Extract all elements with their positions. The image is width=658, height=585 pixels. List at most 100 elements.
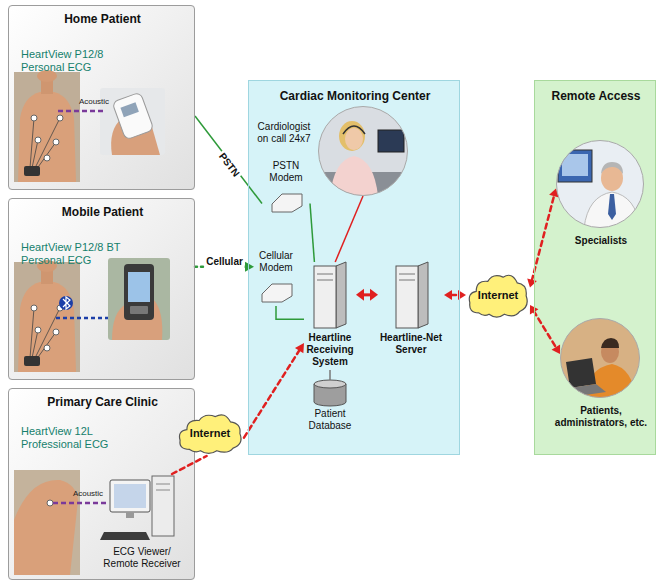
text-slot: Home Patient: [9, 12, 196, 26]
photo-caption: Cardiologist on call 24x7: [253, 121, 315, 145]
text-slot: Internet: [176, 427, 244, 440]
connector-line: [329, 370, 331, 380]
connector-line: [363, 293, 371, 296]
acoustic-link-part: [58, 110, 104, 113]
text-slot: HeartView P12/8 BT Personal ECG: [21, 241, 133, 267]
text-slot: ECG Viewer/ Remote Receiver: [100, 546, 184, 570]
monitoring-center-panel: Cardiac Monitoring CenterCardiologist on…: [248, 80, 460, 455]
patient-node: Patients, administrators, etc.: [560, 318, 640, 398]
panel-fill-part: [534, 80, 656, 455]
cloud-label: Internet: [176, 427, 244, 440]
text-slot: Patient Database: [304, 408, 356, 432]
connector: [195, 116, 262, 204]
connector-line: [195, 116, 262, 204]
server-icon-part: [399, 280, 415, 281]
connector-line: [172, 456, 207, 474]
computer-icon-part: [156, 490, 170, 491]
bluetooth-link-part: [63, 297, 70, 309]
text-slot: Remote Access: [535, 89, 657, 103]
clinic-panel: Primary Care ClinicHeartView 12L Profess…: [8, 388, 195, 580]
text-slot: Acoustic: [70, 489, 106, 499]
phone-photo-part: [128, 272, 150, 302]
cardiologist-node: Cardiologist on call 24x7: [318, 106, 408, 196]
arrow-head: [552, 345, 561, 354]
cardiologist-photo-part: [339, 121, 365, 151]
connector: [310, 204, 314, 263]
arrow-head: [356, 289, 364, 301]
computer-icon-part: [156, 484, 170, 485]
internet-cloud: Internet: [466, 270, 530, 320]
connector-label: Cellular: [204, 256, 245, 268]
panel-fill-part: [8, 388, 195, 580]
cardiologist-photo-part: [330, 156, 378, 196]
acoustic-link: [58, 111, 104, 112]
server-node: Heartline-Net Server: [378, 262, 444, 368]
server-label: Heartline Receiving System: [304, 332, 356, 368]
text-slot: HeartView 12L Professional ECG: [21, 425, 133, 451]
server-icon-part: [317, 274, 333, 275]
photo-caption: Patients, administrators, etc.: [546, 405, 656, 429]
server-icon-part: [399, 274, 415, 275]
specialist-photo-part: [601, 162, 623, 174]
panel-heading: Primary Care Clinic: [9, 395, 196, 409]
text-slot: Heartline Receiving System: [304, 332, 356, 368]
connector: [335, 196, 363, 262]
panel-fill-part: [8, 198, 195, 380]
photo-caption: Specialists: [546, 235, 656, 247]
arrow-head: [370, 289, 378, 301]
database-label: Patient Database: [304, 408, 356, 432]
connector: [276, 306, 304, 319]
specialist-photo-part: [562, 154, 588, 176]
patient-photo-part: [570, 384, 606, 396]
modem-label: PSTN Modem: [262, 160, 310, 184]
text-slot: HeartView P12/8 Personal ECG: [21, 48, 133, 74]
handheld-ecg-photo-part: [112, 92, 154, 140]
patient-photo: [560, 318, 640, 398]
phone-photo-part: [108, 258, 170, 340]
device-caption: ECG Viewer/ Remote Receiver: [100, 546, 184, 570]
connector-label: PSTN: [214, 149, 242, 181]
text-slot: Specialists: [546, 235, 656, 247]
connector: [356, 289, 378, 301]
text-slot: Heartline-Net Server: [378, 332, 444, 356]
specialist-photo: [556, 140, 644, 228]
server-icon-part: [336, 262, 346, 328]
link-label: Acoustic: [76, 97, 112, 107]
computer-icon: [100, 476, 174, 540]
modem-icon-part: [262, 284, 292, 302]
computer-icon-part: [100, 532, 150, 540]
specialist-photo-part: [608, 194, 616, 220]
patient-photo-part: [566, 358, 596, 388]
bluetooth-link: [56, 296, 108, 318]
remote-access-panel: Remote AccessSpecialistsPatients, admini…: [534, 80, 656, 455]
computer-icon-part: [110, 480, 150, 512]
text-slot: Patients, administrators, etc.: [546, 405, 656, 429]
patient-photo-part: [560, 318, 640, 398]
text-slot: Primary Care Clinic: [9, 395, 196, 409]
panel-fill: [8, 5, 656, 580]
database-icon: [314, 380, 346, 406]
patient-torso-photo-part: [14, 70, 80, 182]
modem-label: Cellular Modem: [254, 250, 298, 274]
panel-heading: Mobile Patient: [9, 205, 196, 219]
cardiologist-photo-part: [318, 106, 408, 196]
text-slot: Cellular Modem: [254, 250, 298, 274]
server-node: Heartline Receiving System: [304, 262, 356, 370]
connector: [330, 370, 331, 380]
text-slot: Mobile Patient: [9, 205, 196, 219]
server-icon-part: [317, 280, 333, 281]
modem-node: Cellular Modem: [254, 250, 298, 306]
phone-photo: [108, 258, 170, 340]
patient-arm-photo-part: [53, 502, 108, 505]
text-slot: PSTN: [229, 160, 260, 178]
server-icon-part: [418, 262, 428, 328]
device-label: HeartView P12/8 Personal ECG: [21, 48, 133, 74]
text-slot: PSTN Modem: [262, 160, 310, 184]
computer-icon-part: [114, 484, 146, 508]
specialist-photo-part: [584, 192, 640, 228]
server-icon-part: [396, 266, 418, 328]
panel-heading: Remote Access: [535, 89, 657, 103]
computer-icon-part: [126, 512, 134, 518]
